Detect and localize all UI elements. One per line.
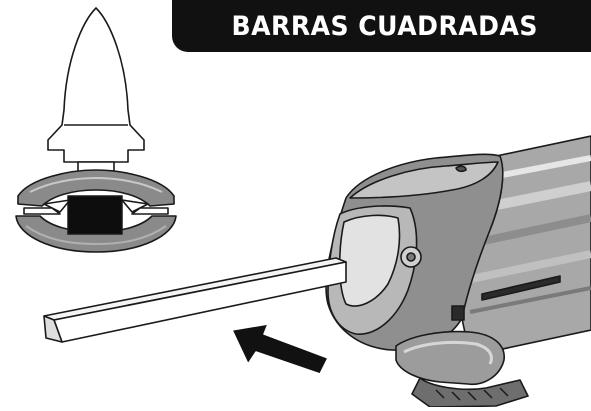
square-bar-profile-icon xyxy=(67,195,123,235)
square-bar-icon xyxy=(43,257,347,343)
insert-direction-arrow-icon xyxy=(231,323,329,375)
page-title: BARRAS CUADRADAS xyxy=(231,10,538,42)
t-bolt-adapter-icon xyxy=(15,7,177,253)
title-banner: BARRAS CUADRADAS xyxy=(172,0,591,52)
roof-bar-mount-icon xyxy=(325,135,591,408)
